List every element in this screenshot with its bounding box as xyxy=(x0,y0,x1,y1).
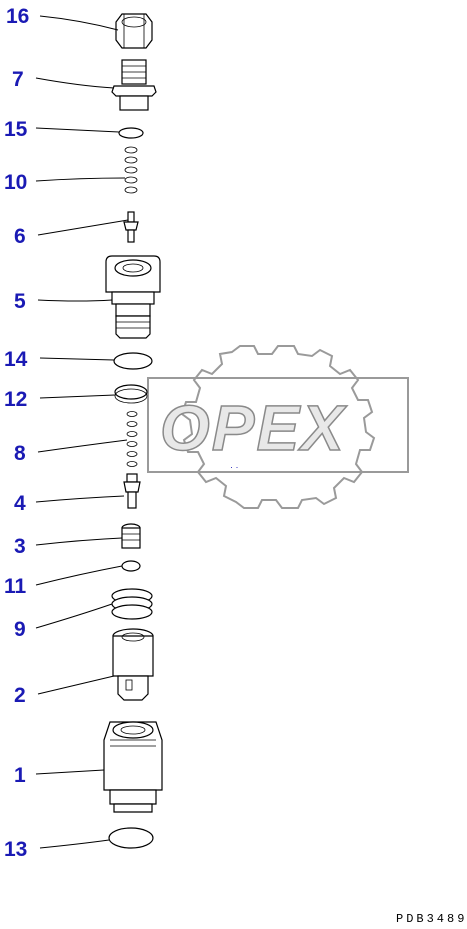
callout-12: 12 xyxy=(4,388,27,411)
callout-1: 1 xyxy=(14,764,26,787)
part-washer xyxy=(121,560,141,572)
callout-15: 15 xyxy=(4,118,28,141)
callout-14: 14 xyxy=(4,348,28,371)
part-nut xyxy=(115,13,153,49)
leader-lines xyxy=(35,15,129,849)
callout-7: 7 xyxy=(12,68,24,91)
part-o-ring-bottom xyxy=(108,827,154,849)
callout-labels: 16 7 15 10 6 5 14 12 8 4 3 11 9 2 1 13 xyxy=(4,5,29,861)
document-number: PDB3489 xyxy=(396,912,467,926)
callout-5: 5 xyxy=(14,290,26,313)
part-backup-ring xyxy=(114,384,148,404)
svg-text:· ·: · · xyxy=(230,462,239,472)
watermark-text: OPEX xyxy=(160,392,347,464)
part-spring-middle xyxy=(126,411,138,467)
callout-8: 8 xyxy=(14,442,26,465)
callout-2: 2 xyxy=(14,684,26,707)
callout-3: 3 xyxy=(14,535,26,558)
callout-9: 9 xyxy=(14,618,26,641)
part-valve-pin xyxy=(123,473,141,509)
callout-11: 11 xyxy=(4,575,27,598)
watermark-logo: OPEX · · xyxy=(147,345,409,509)
callout-10: 10 xyxy=(4,171,27,194)
part-collar xyxy=(121,523,141,549)
part-body xyxy=(103,721,163,813)
part-o-ring-small xyxy=(118,127,144,139)
callout-4: 4 xyxy=(14,492,26,515)
callout-13: 13 xyxy=(4,838,27,861)
callout-6: 6 xyxy=(14,225,26,248)
part-pin-upper xyxy=(123,211,139,243)
part-spring-upper xyxy=(124,146,138,194)
part-valve-seat xyxy=(111,59,157,111)
callout-16: 16 xyxy=(6,5,29,28)
part-sleeve xyxy=(112,628,154,701)
part-o-ring-large xyxy=(113,352,153,370)
part-housing-upper xyxy=(105,255,161,339)
parts xyxy=(103,13,163,849)
part-spring-lower xyxy=(111,588,153,620)
